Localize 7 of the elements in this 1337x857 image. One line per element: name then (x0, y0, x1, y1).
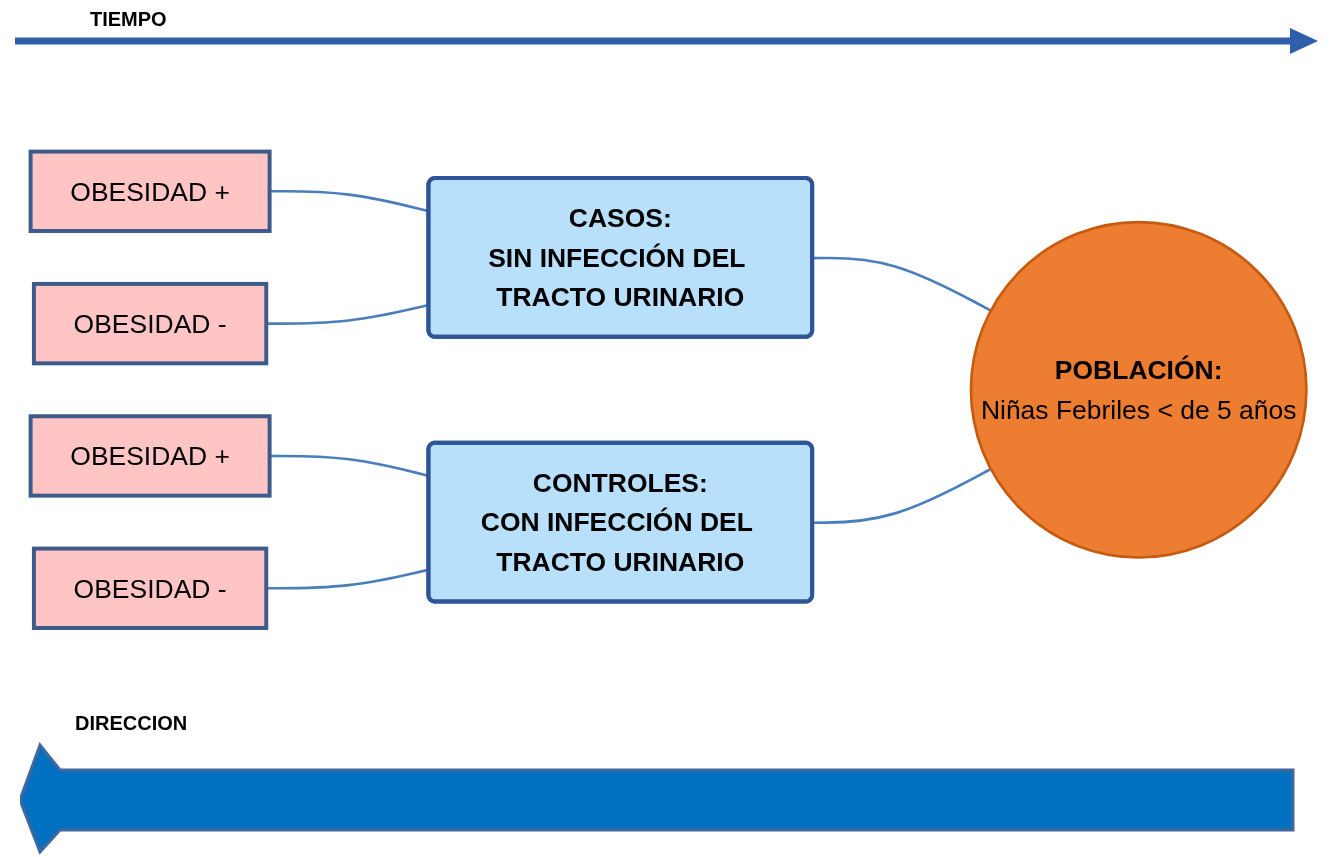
axis-label: TIEMPO (90, 8, 167, 31)
axis-label: DIRECCION (75, 712, 188, 735)
node-box: OBESIDAD - (31, 546, 269, 631)
node-box: OBESIDAD + (28, 414, 272, 498)
node-circle: POBLACIÓN: Niñas Febriles < de 5 años (969, 220, 1308, 560)
node-box: OBESIDAD - (31, 282, 269, 366)
node-box: OBESIDAD + (28, 149, 272, 234)
